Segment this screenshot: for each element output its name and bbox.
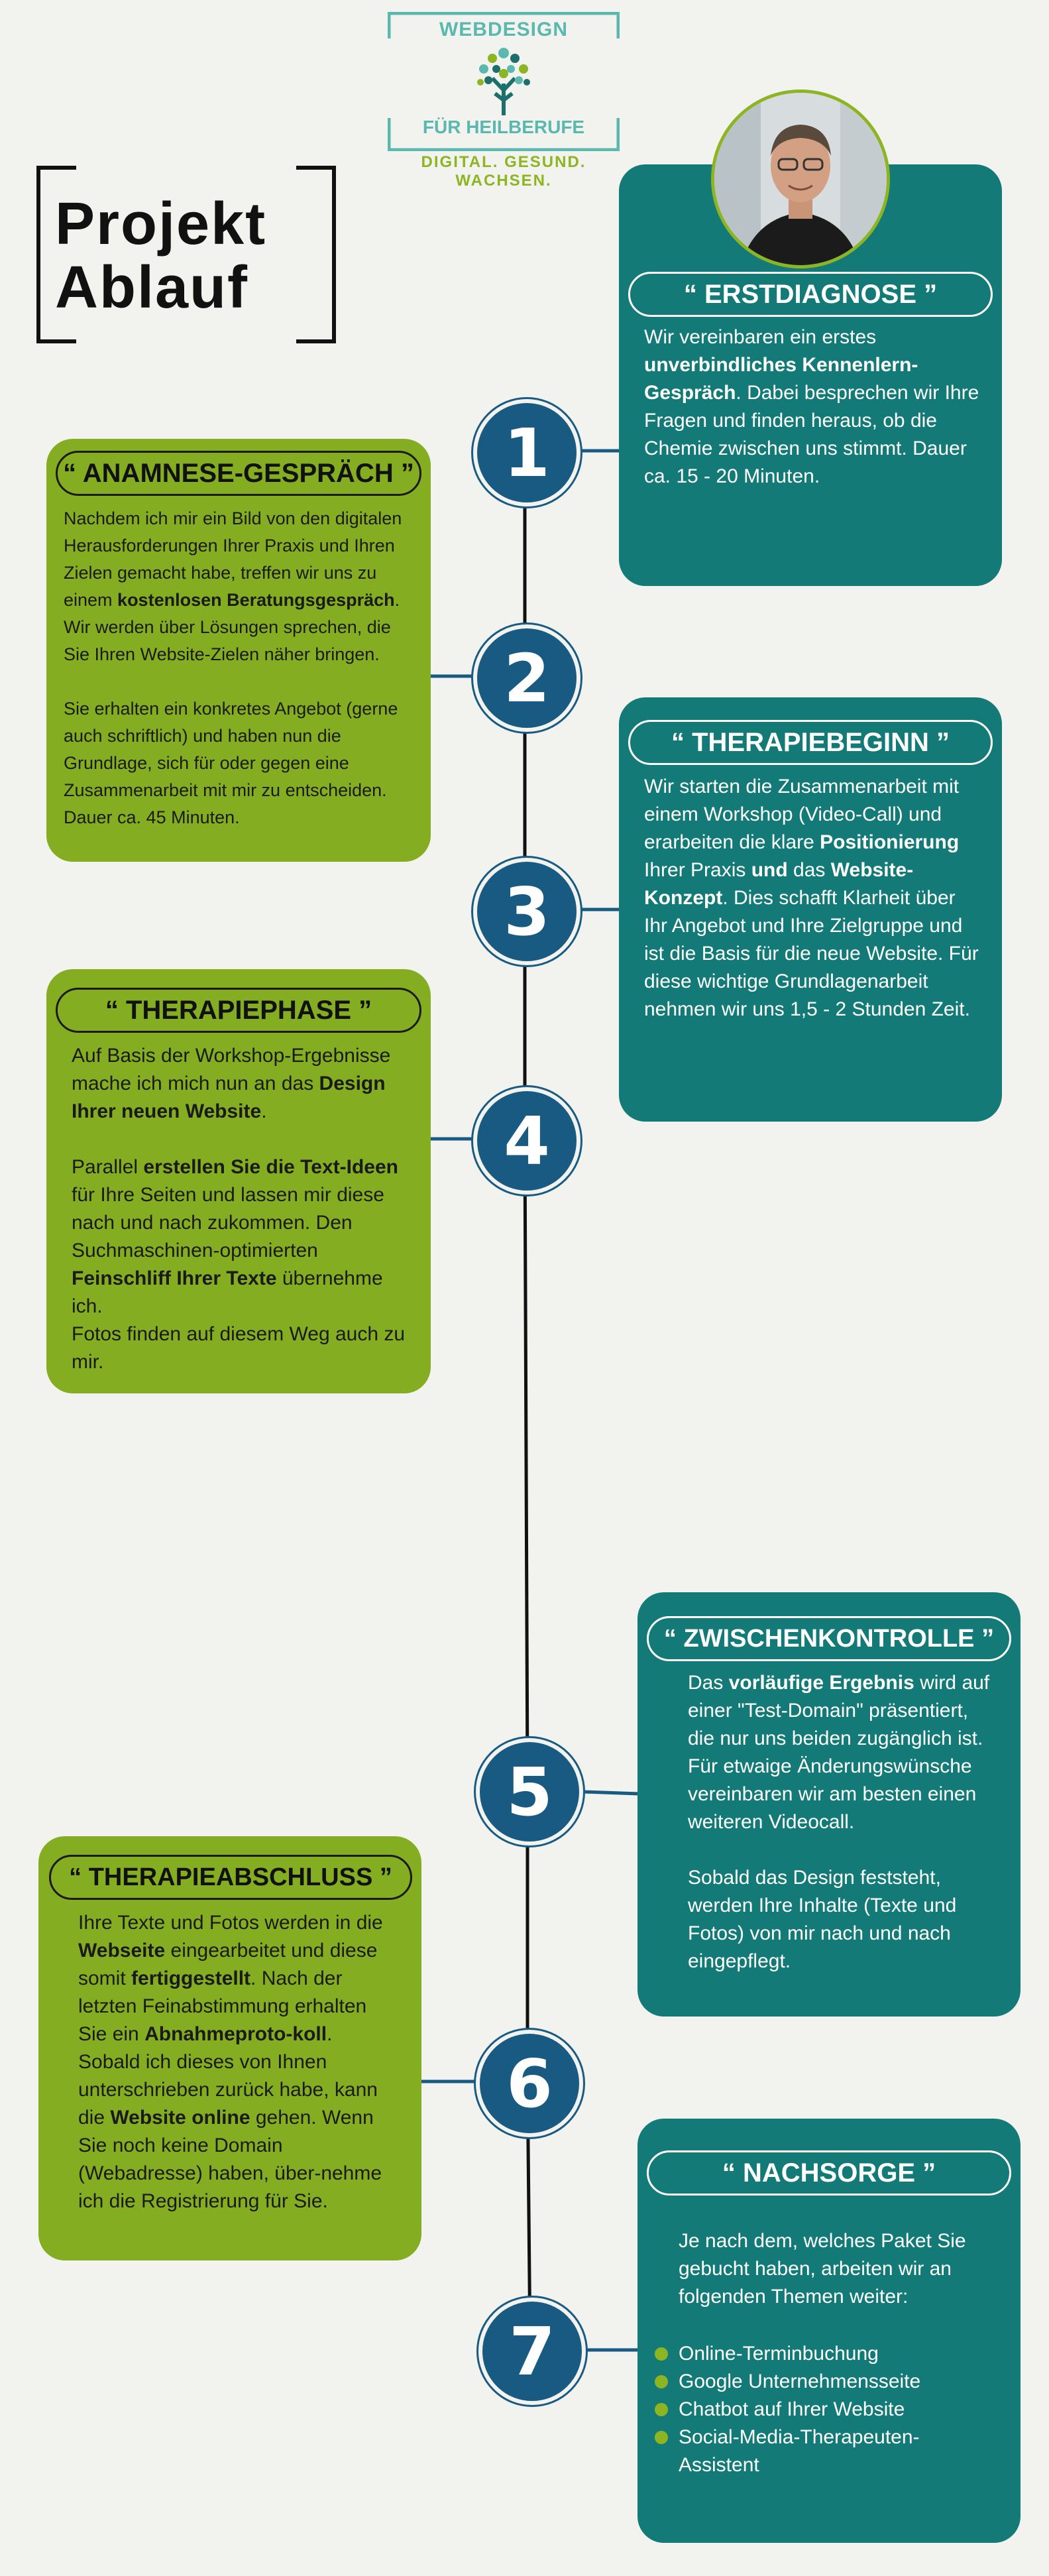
card-anamnese: “ ANAMNESE-GESPRÄCH ” Nachdem ich mir ei… — [46, 439, 431, 862]
text-segment: das — [787, 859, 831, 881]
text-bold: erstellen Sie die Text-Ideen — [143, 1156, 398, 1178]
title-line-2: Ablauf — [55, 255, 248, 321]
card-heading: “ ANAMNESE-GESPRÄCH ” — [56, 451, 421, 496]
card-text: Auf Basis der Workshop-Ergebnisse mache … — [72, 1042, 411, 1376]
card-heading: “ THERAPIEBEGINN ” — [628, 720, 993, 765]
text-bold: Design Ihrer neuen Website — [72, 1073, 386, 1122]
text-segment: übernehme ich. — [72, 1267, 383, 1317]
text-segment: Ihrer Praxis — [644, 859, 751, 881]
text-segment: Wir starten die Zusammenarbeit mit einem… — [644, 776, 960, 853]
text-segment: Nachdem ich mir ein Bild von den digital… — [64, 508, 402, 610]
card-text: Wir vereinbaren ein erstes unverbindlich… — [644, 323, 982, 491]
card-therapiephase: “ THERAPIEPHASE ” Auf Basis der Workshop… — [46, 969, 431, 1393]
card-text: Das vorläufige Ergebnis wird auf einer "… — [688, 1669, 999, 1975]
text-bold: Feinschliff Ihrer Texte — [72, 1267, 277, 1289]
list-item: Social-Media-Therapeuten-Assistent — [655, 2424, 999, 2479]
text-segment: Ihre Texte und Fotos werden in die — [78, 1912, 383, 1934]
text-bold: Website online — [110, 2107, 250, 2129]
text-paragraph: Je nach dem, welches Paket Sie gebucht h… — [679, 2230, 966, 2308]
text-bold: kostenlosen Beratungsgespräch — [117, 590, 395, 610]
page-title: Projekt Ablauf — [36, 166, 336, 343]
list-item-label: Google Unternehmensseite — [679, 2371, 921, 2392]
list-item: Google Unternehmensseite — [655, 2368, 999, 2396]
card-heading: “ ZWISCHENKONTROLLE ” — [647, 1616, 1011, 1661]
step-6: 6 — [476, 2030, 583, 2137]
card-therapieabschluss: “ THERAPIEABSCHLUSS ” Ihre Texte und Fot… — [38, 1836, 421, 2260]
bullet-icon — [655, 2347, 668, 2361]
card-text: Ihre Texte und Fotos werden in die Webse… — [78, 1909, 396, 2215]
card-heading: “ ERSTDIAGNOSE ” — [628, 272, 993, 317]
text-segment: eingearbeitet und diese somit — [78, 1940, 378, 1989]
list-item-label: Online-Terminbuchung — [679, 2343, 879, 2365]
card-zwischenkontrolle: “ ZWISCHENKONTROLLE ” Das vorläufige Erg… — [637, 1592, 1021, 2017]
step-7: 7 — [478, 2298, 586, 2405]
list-item-label: Social-Media-Therapeuten-Assistent — [679, 2426, 920, 2476]
list-item-label: Chatbot auf Ihrer Website — [679, 2398, 905, 2420]
text-segment: . Dies schafft Klarheit über Ihr Angebot… — [644, 887, 979, 1020]
text-segment: . — [261, 1100, 267, 1122]
text-paragraph: Fotos finden auf diesem Weg auch zu mir. — [72, 1323, 406, 1373]
bullet-icon — [655, 2375, 668, 2388]
title-frame — [36, 166, 336, 343]
text-bold: vorläufige Ergebnis — [728, 1672, 914, 1694]
text-bold: und — [751, 859, 788, 881]
text-paragraph: Sie erhalten ein konkretes Angebot (gern… — [64, 699, 398, 827]
list-item: Online-Terminbuchung — [655, 2340, 999, 2368]
text-segment: für Ihre Seiten und lassen mir diese nac… — [72, 1184, 384, 1261]
step-5: 5 — [476, 1738, 583, 1845]
logo-top-text: WEBDESIGN — [439, 19, 568, 40]
card-text: Wir starten die Zusammenarbeit mit einem… — [644, 773, 979, 1024]
logo-frame — [388, 12, 620, 151]
text-segment: . Sobald ich dieses von Ihnen unterschri… — [78, 2023, 378, 2129]
bullet-icon — [655, 2431, 668, 2444]
text-bold: Webseite — [78, 1940, 166, 1961]
card-nachsorge: “ NACHSORGE ” Je nach dem, welches Paket… — [637, 2119, 1021, 2543]
card-therapiebeginn: “ THERAPIEBEGINN ” Wir starten die Zusam… — [619, 697, 1002, 1122]
list-item: Chatbot auf Ihrer Website — [655, 2396, 999, 2424]
text-segment: Parallel — [72, 1156, 144, 1178]
step-2: 2 — [473, 624, 580, 732]
card-heading: “ NACHSORGE ” — [647, 2150, 1011, 2195]
logo-tagline: DIGITAL. GESUND. WACHSEN. — [421, 153, 586, 190]
text-segment: . Nach der letzten Feinabstimmung erhalt… — [78, 1967, 367, 2045]
title-line-1: Projekt — [55, 191, 267, 257]
text-segment: wird auf einer "Test-Domain" präsentiert… — [688, 1672, 990, 1833]
step-1: 1 — [473, 399, 580, 506]
text-segment: Das — [688, 1672, 729, 1694]
step-3: 3 — [473, 858, 580, 965]
text-bold: Positionierung — [820, 831, 960, 853]
card-heading: “ THERAPIEPHASE ” — [56, 988, 421, 1033]
logo: WEBDESIGN FÜR HEILBERUFE DIGITAL. GESUND… — [388, 12, 620, 190]
text-segment: . Wir werden über Lösungen sprechen, die… — [64, 590, 400, 664]
text-paragraph: Sobald das Design feststeht, werden Ihre… — [688, 1867, 957, 1972]
card-text: Nachdem ich mir ein Bild von den digital… — [64, 505, 414, 831]
text-segment: Wir vereinbaren ein erstes — [644, 326, 877, 348]
step-4: 4 — [473, 1087, 580, 1195]
text-bold: Website-Konzept — [644, 859, 914, 909]
text-segment: Auf Basis der Workshop-Ergebnisse mache … — [72, 1045, 391, 1094]
avatar — [711, 89, 890, 268]
card-text: Je nach dem, welches Paket Sie gebucht h… — [679, 2227, 990, 2311]
title-text: Projekt Ablauf — [55, 192, 266, 320]
text-bold: fertiggestellt — [131, 1967, 251, 1989]
text-bold: unverbindliches Kennenlern-Gespräch — [644, 354, 918, 404]
nachsorge-list: Online-Terminbuchung Google Unternehmens… — [655, 2340, 999, 2479]
card-heading: “ THERAPIEABSCHLUSS ” — [49, 1855, 412, 1900]
text-bold: Abnahmeproto-koll — [144, 2023, 327, 2045]
bullet-icon — [655, 2403, 668, 2416]
tree-icon — [477, 48, 530, 115]
text-segment: gehen. Wenn Sie noch keine Domain (Webad… — [78, 2107, 382, 2212]
text-segment: . Dabei besprechen wir Ihre Fragen und f… — [644, 382, 979, 487]
person-photo — [714, 93, 887, 265]
logo-middle-text: FÜR HEILBERUFE — [422, 117, 585, 137]
